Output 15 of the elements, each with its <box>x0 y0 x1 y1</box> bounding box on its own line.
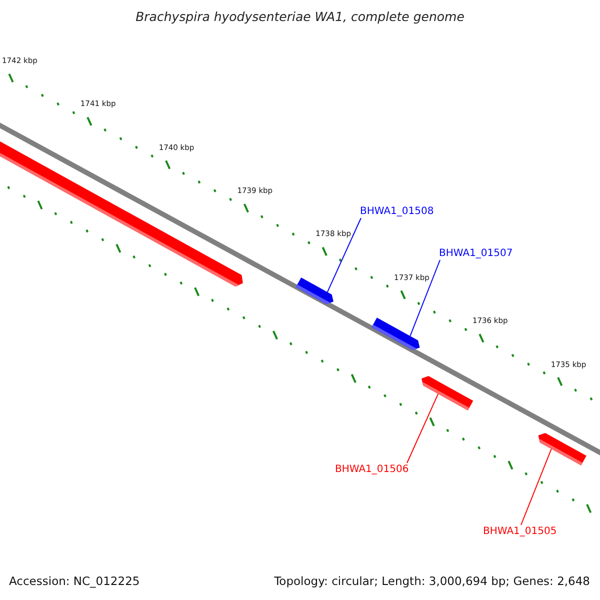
gene-label: BHWA1_01506 <box>335 464 409 476</box>
title: Brachyspira hyodysenteriae WA1, complete genome <box>134 10 466 24</box>
gene-label: BHWA1_01505 <box>483 526 557 538</box>
leader-line <box>520 448 552 526</box>
gene-arrow <box>422 376 474 410</box>
gene-label: BHWA1_01508 <box>360 206 434 218</box>
gene-arrow <box>296 278 334 304</box>
gene-arrow <box>538 433 586 466</box>
leader-line <box>410 260 440 336</box>
gene-label: BHWA1_01507 <box>439 248 513 260</box>
gene-arrow <box>372 318 420 350</box>
leader-line <box>406 393 439 464</box>
accession-text: Accession: NC_012225 <box>9 575 140 588</box>
leader-line <box>326 218 362 293</box>
genome-info-text: Topology: circular; Length: 3,000,694 bp; Genes: 2,648 <box>274 575 590 588</box>
